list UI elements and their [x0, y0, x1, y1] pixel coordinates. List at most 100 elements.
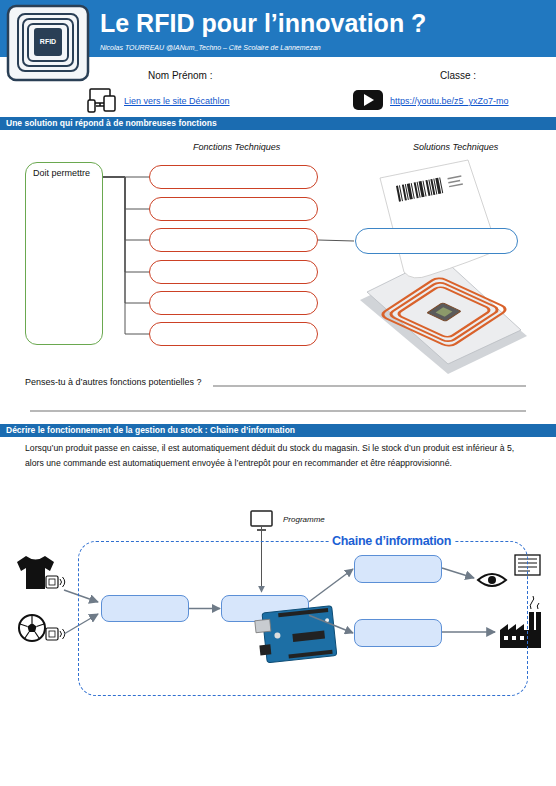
chain-block	[354, 619, 442, 647]
output-arrow	[442, 631, 495, 632]
rfid-tag-illustration	[439, 177, 443, 193]
factory-icon	[500, 612, 541, 648]
rfid-logo	[8, 6, 88, 80]
rfid-logo	[34, 28, 62, 56]
rfid-tag-illustration	[380, 160, 498, 278]
connector	[318, 240, 354, 241]
chain-block	[101, 595, 189, 622]
ball-icon	[19, 615, 45, 641]
hyperlink: https://youtu.be/z5_yxZo7-mo	[390, 96, 509, 107]
rfid-tag-illustration	[367, 256, 521, 364]
arduino-board	[255, 619, 271, 633]
question-text: Penses-tu à d’autres fonctions potentiel…	[25, 377, 202, 388]
rfid-logo	[8, 6, 88, 80]
chain-block	[221, 595, 309, 622]
rfid-tag-symbol	[46, 628, 65, 640]
factory-icon	[512, 636, 516, 640]
input-arrow	[64, 614, 98, 634]
connector	[103, 177, 149, 303]
answer-box	[149, 228, 318, 252]
node-text: Chaine d’information	[329, 532, 454, 550]
arduino-board	[292, 631, 325, 642]
factory-icon	[530, 596, 539, 609]
arduino-board	[278, 608, 328, 617]
ball-icon	[28, 623, 37, 632]
youtube-icon	[364, 94, 374, 106]
rfid-tag-symbol	[60, 577, 65, 587]
rfid-logo	[18, 14, 78, 71]
rfid-logo	[23, 19, 73, 66]
output-arrow	[442, 568, 474, 578]
factory-icon	[504, 636, 508, 640]
ball-icon	[20, 616, 44, 638]
node-text: Doit permettre	[33, 168, 95, 179]
rfid-tag-illustration	[411, 183, 415, 199]
youtube-icon	[353, 90, 383, 110]
form-field: Nom Prénom :	[148, 70, 212, 82]
monitor-icon	[251, 511, 272, 526]
answer-box	[149, 291, 318, 315]
connector	[309, 615, 353, 633]
connector	[103, 177, 149, 178]
rfid-tag-illustration	[396, 286, 492, 339]
connector	[103, 177, 149, 272]
page-title: Le RFID pour l’innovation ?	[100, 6, 426, 40]
rfid-tag-illustration	[449, 183, 463, 187]
chain-block	[354, 555, 442, 583]
rfid-tag-illustration	[447, 175, 461, 179]
ball-icon	[19, 615, 45, 641]
answer-line	[30, 386, 526, 411]
program-label: Programme	[283, 515, 325, 525]
body-paragraph: Lorsqu’un produit passe en caisse, il es…	[25, 441, 535, 471]
connector	[103, 177, 149, 240]
arduino-board	[262, 606, 337, 663]
input-arrow	[64, 590, 98, 602]
input-arrow	[64, 590, 98, 634]
program-arrow	[261, 527, 262, 592]
devices-icon	[88, 89, 115, 112]
devices-icon	[88, 100, 95, 112]
rfid-tag-symbol	[46, 576, 65, 588]
rfid-tag-illustration	[436, 307, 453, 316]
connector	[103, 177, 149, 209]
connector	[103, 177, 149, 334]
rfid-tag-illustration	[423, 181, 427, 197]
arduino-board	[274, 632, 281, 639]
rfid-tag-illustration	[360, 160, 527, 374]
rfid-tag-illustration	[448, 180, 460, 184]
section-heading: Décrire le fonctionnement de la gestion …	[6, 425, 295, 436]
form-field: Classe :	[440, 70, 476, 82]
answer-line	[30, 411, 526, 412]
rfid-tag-illustration	[379, 276, 509, 347]
connector	[189, 608, 220, 610]
rfid-tag-symbol	[46, 576, 58, 588]
column-heading: Fonctions Techniques	[193, 142, 280, 153]
youtube-icon	[353, 90, 383, 110]
eye-icon	[478, 574, 506, 586]
section-heading: Une solution qui répond à de nombreuses …	[6, 118, 217, 129]
program-arrow	[261, 527, 262, 592]
devices-icon	[104, 96, 115, 111]
rfid-tag-illustration	[388, 281, 501, 343]
answer-line	[213, 386, 526, 387]
eye-icon	[478, 574, 506, 586]
arduino-board	[288, 650, 332, 659]
hyperlink: Lien vers le site Décathlon	[124, 96, 230, 107]
section-bar	[0, 117, 556, 130]
rfid-tag-symbol	[46, 628, 58, 640]
answer-box	[149, 260, 318, 284]
section-bar	[0, 424, 556, 437]
factory-icon	[520, 636, 524, 640]
connector	[309, 569, 353, 602]
answer-box	[149, 322, 318, 346]
answer-box	[149, 197, 318, 221]
section-bar	[0, 424, 556, 437]
answer-box	[149, 165, 318, 189]
prompt-box: Doit permettre	[25, 162, 103, 345]
